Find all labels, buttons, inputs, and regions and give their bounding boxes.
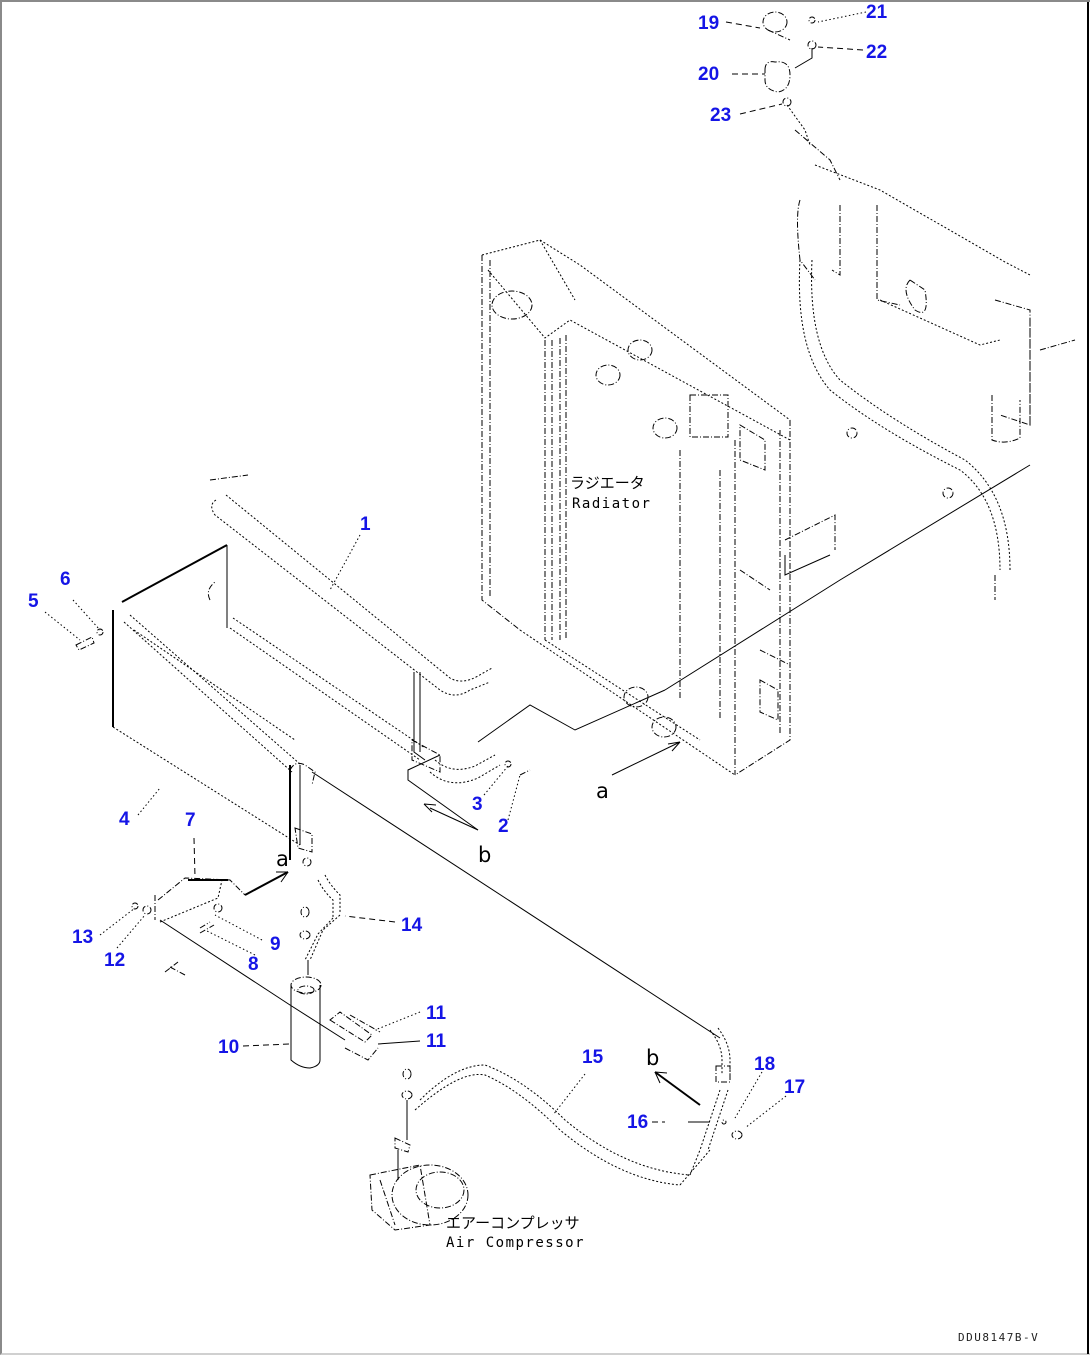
radiator: ラジエータ Radiator bbox=[481, 239, 791, 776]
air-compressor: エアーコンプレッサ Air Compressor bbox=[369, 1068, 585, 1251]
part-number-23: 23 bbox=[710, 105, 731, 126]
part-number-20: 20 bbox=[698, 64, 719, 85]
part-number-2: 2 bbox=[498, 816, 509, 837]
part-number-7: 7 bbox=[185, 810, 196, 831]
connection-mark-b-compressor: b bbox=[646, 1046, 659, 1070]
part-number-21: 21 bbox=[866, 2, 888, 23]
condenser bbox=[112, 474, 721, 1039]
part-number-11-upper: 11 bbox=[426, 1003, 447, 1024]
part-number-16: 16 bbox=[627, 1112, 648, 1133]
right-border-rule bbox=[1087, 2, 1089, 1354]
connection-mark-a-radiator: a bbox=[596, 779, 609, 803]
compressor-label-en: Air Compressor bbox=[446, 1235, 585, 1251]
part-number-22: 22 bbox=[866, 42, 887, 63]
receiver-dryer bbox=[131, 877, 381, 1069]
part-number-4: 4 bbox=[119, 809, 130, 830]
part-number-12: 12 bbox=[104, 950, 125, 971]
connection-arrows: a b a b bbox=[244, 741, 701, 1106]
part-number-9: 9 bbox=[270, 934, 281, 955]
part-numbers: 1 2 3 4 5 6 7 8 9 10 11 11 12 13 14 15 1… bbox=[28, 2, 888, 1133]
part-number-1: 1 bbox=[360, 514, 371, 535]
part-number-3: 3 bbox=[472, 794, 483, 815]
radiator-label-jp: ラジエータ bbox=[570, 474, 645, 492]
drawing-code: DDU8147B-V bbox=[958, 1331, 1039, 1344]
upper-bracket-assembly bbox=[762, 11, 1076, 600]
part-number-11-lower: 11 bbox=[426, 1031, 447, 1052]
compressor-label-jp: エアーコンプレッサ bbox=[446, 1214, 580, 1232]
connection-mark-b-condenser: b bbox=[478, 843, 491, 867]
part-number-15: 15 bbox=[582, 1047, 604, 1068]
part-number-18: 18 bbox=[754, 1054, 775, 1075]
radiator-label-en: Radiator bbox=[572, 496, 651, 512]
connection-mark-a-condenser: a bbox=[276, 847, 289, 871]
part-number-5: 5 bbox=[28, 591, 39, 612]
part-number-19: 19 bbox=[698, 13, 719, 34]
part-number-17: 17 bbox=[784, 1077, 805, 1098]
fasteners bbox=[75, 628, 531, 934]
pipes bbox=[299, 464, 1031, 1186]
part-number-14: 14 bbox=[401, 915, 423, 936]
part-number-6: 6 bbox=[60, 569, 71, 590]
part-number-13: 13 bbox=[72, 927, 93, 948]
part-number-8: 8 bbox=[248, 954, 259, 975]
part-number-10: 10 bbox=[218, 1037, 239, 1058]
leader-lines bbox=[44, 11, 867, 1129]
